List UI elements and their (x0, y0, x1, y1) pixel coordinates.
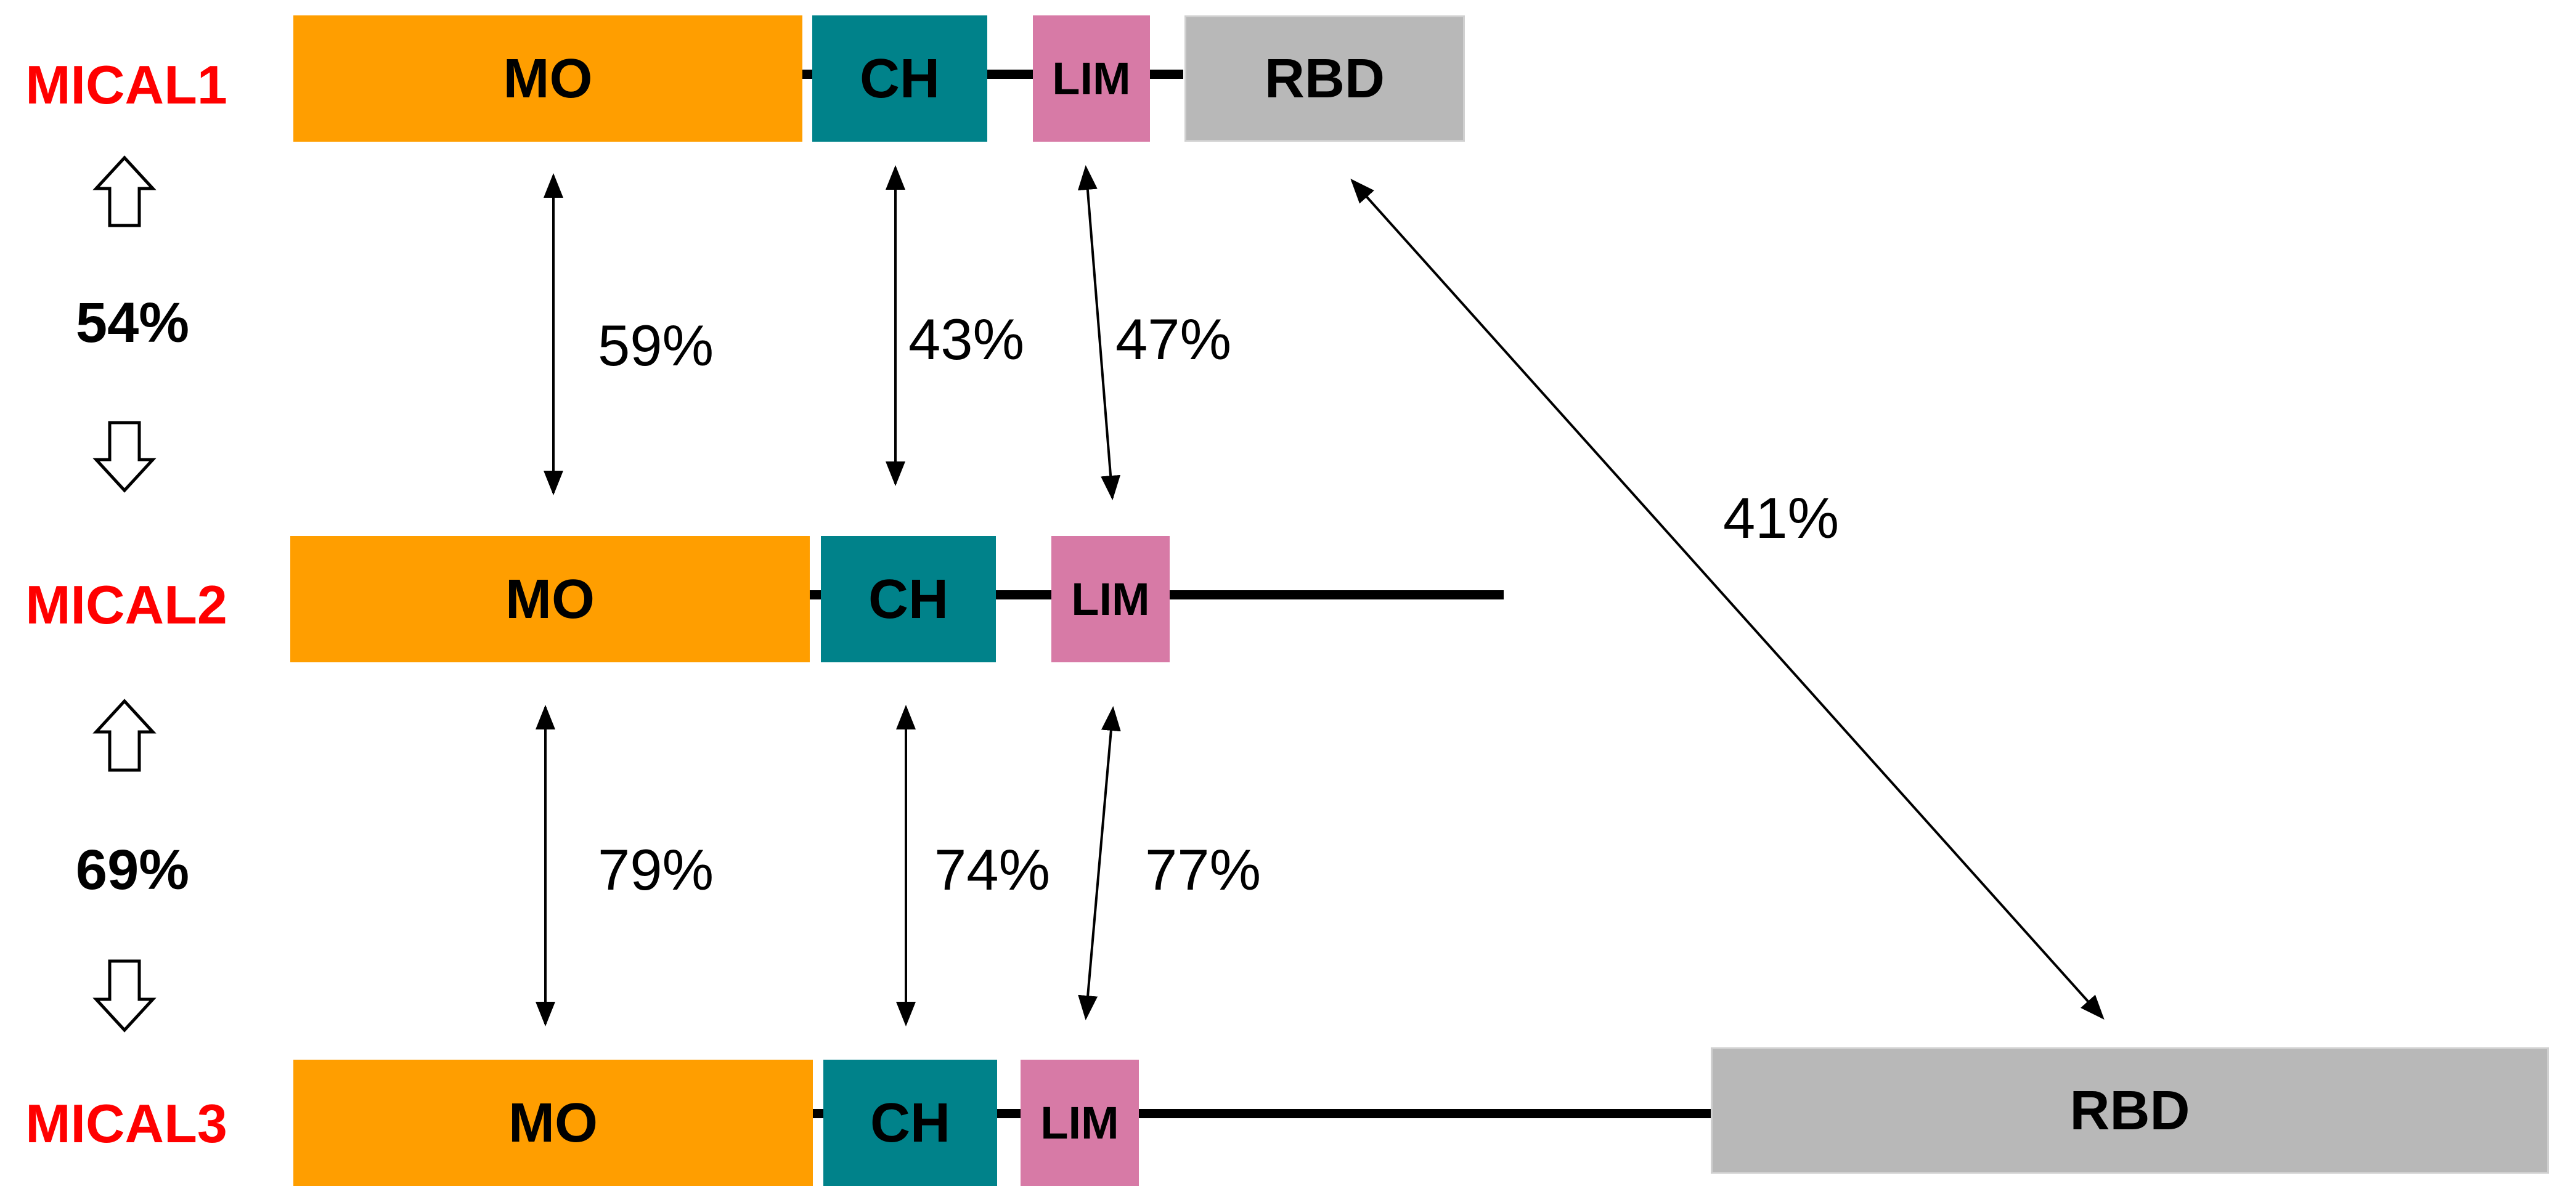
mical2-ch-domain: CH (821, 536, 996, 662)
mo-identity-2-3: 79% (598, 837, 714, 902)
double-headed-arrow-icon (1077, 165, 1121, 500)
mical2-mical3-overall-identity: 69% (75, 839, 190, 901)
mical1-mo-domain: MO (293, 15, 802, 142)
mo-identity-1-2: 59% (598, 313, 714, 378)
mical1-lim-domain: LIM (1033, 15, 1150, 142)
ch-identity-1-2: 43% (908, 307, 1025, 372)
mical3-lim-domain: LIM (1021, 1060, 1139, 1186)
lim-identity-2-3: 77% (1145, 837, 1262, 902)
double-headed-arrow-icon (1350, 179, 2105, 1020)
up-outline-arrow-icon (92, 699, 157, 772)
mical3-rbd-domain: RBD (1711, 1047, 2549, 1174)
down-outline-arrow-icon (92, 421, 157, 493)
mical1-rbd-domain: RBD (1184, 15, 1465, 142)
down-outline-arrow-icon (92, 959, 157, 1033)
mical3-ch-domain: CH (823, 1060, 997, 1186)
mical1-label: MICAL1 (25, 54, 227, 115)
mical2-lim-domain: LIM (1051, 536, 1170, 662)
mical2-mo-domain: MO (290, 536, 810, 662)
ch-identity-2-3: 74% (934, 837, 1051, 902)
up-outline-arrow-icon (92, 155, 157, 227)
mical3-label: MICAL3 (25, 1093, 227, 1154)
mical3-mo-domain: MO (293, 1060, 813, 1186)
mical1-mical2-overall-identity: 54% (75, 291, 190, 354)
lim-identity-1-2: 47% (1115, 307, 1232, 372)
mical1-ch-domain: CH (812, 15, 987, 142)
double-headed-arrow-icon (1078, 706, 1121, 1020)
mical2-label: MICAL2 (25, 574, 227, 635)
